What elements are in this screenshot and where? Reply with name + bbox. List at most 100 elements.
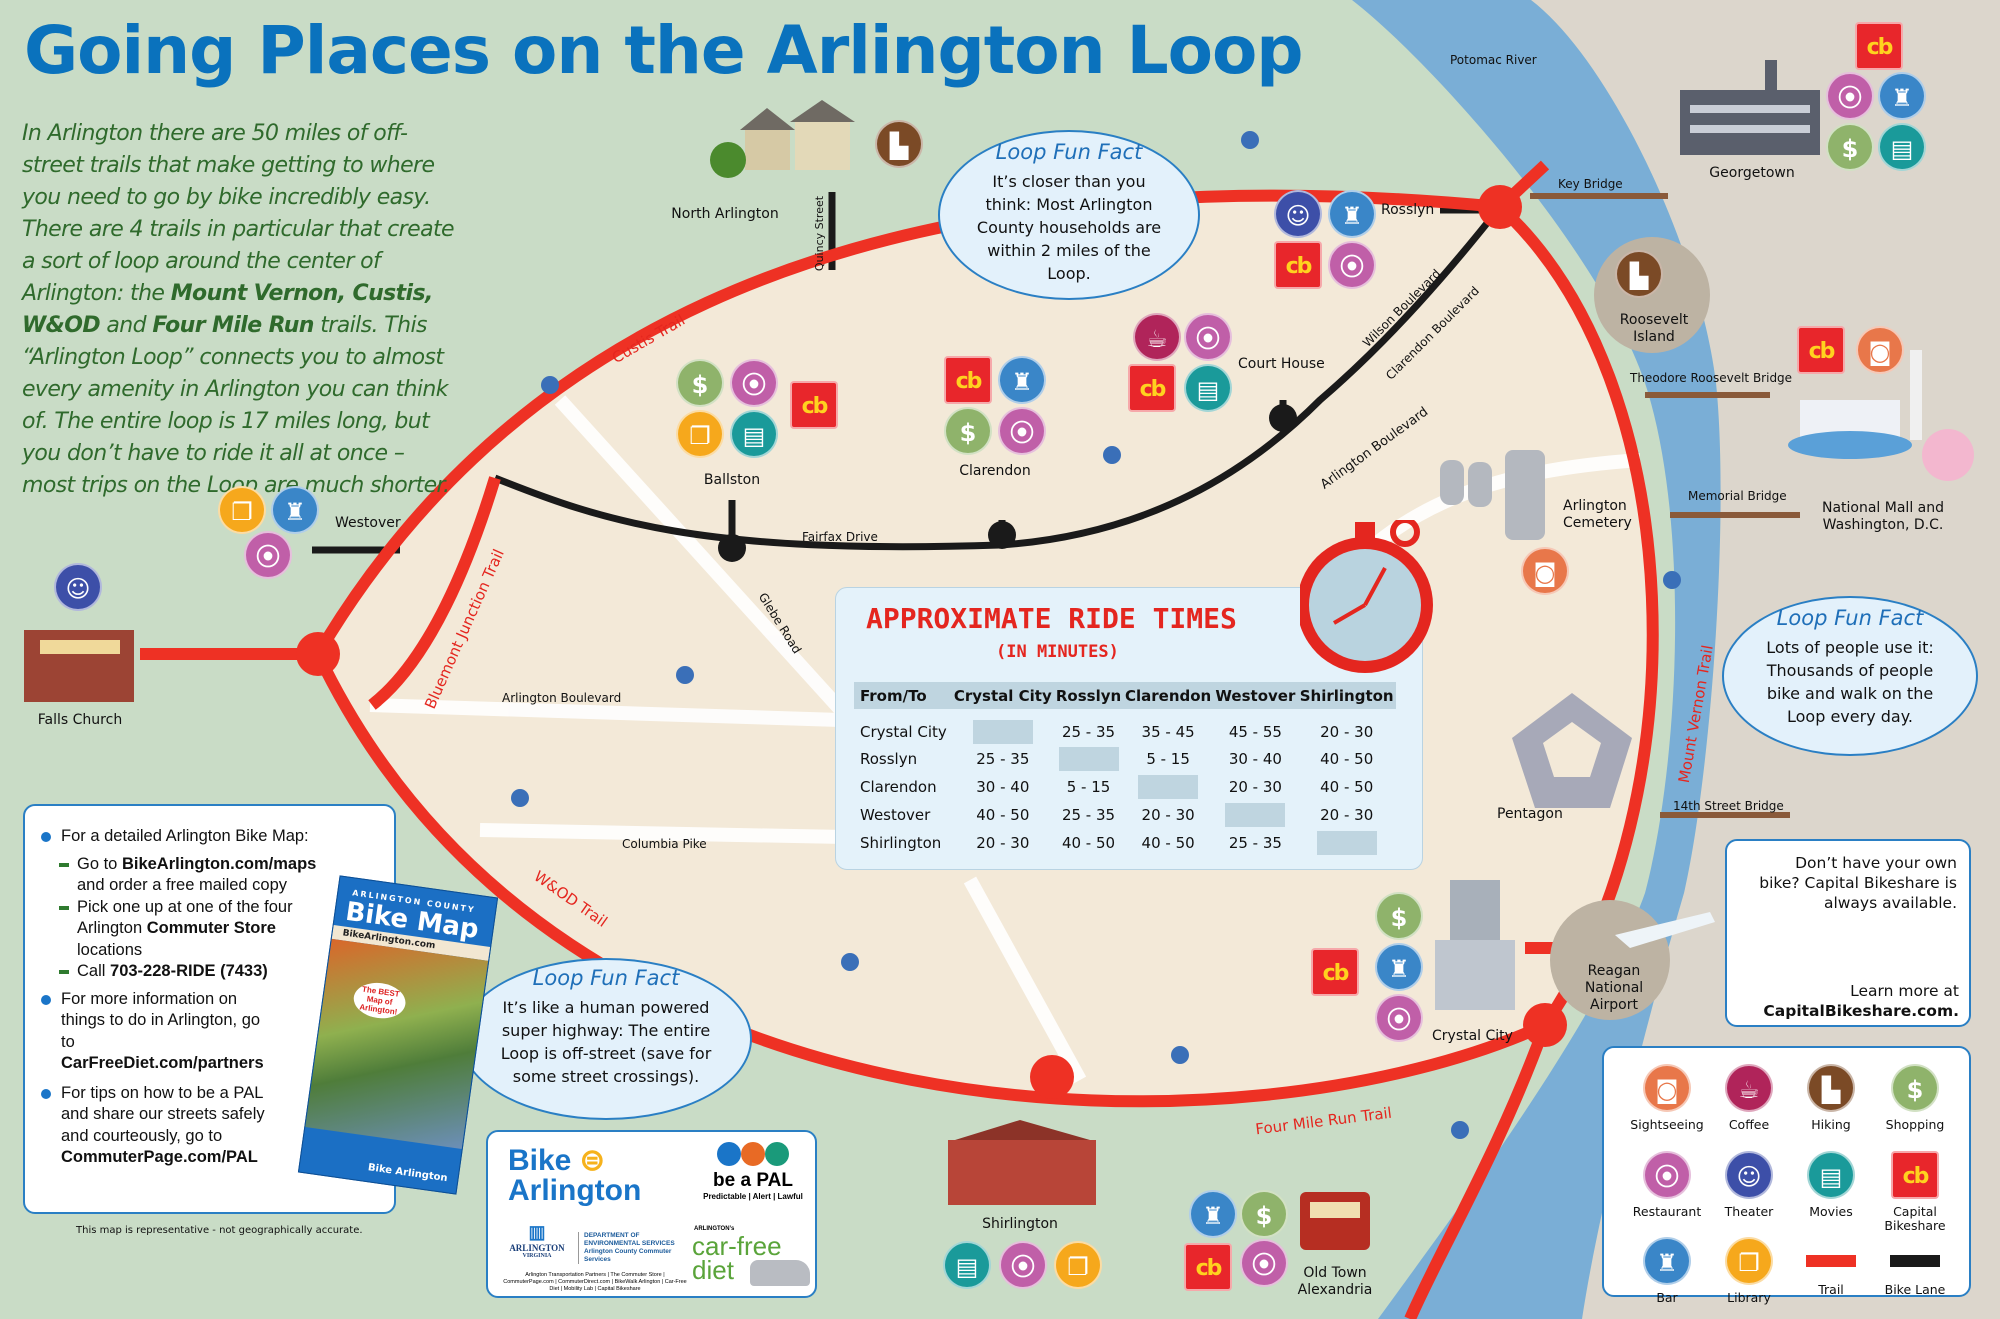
falls-church-theater (24, 630, 134, 702)
hiking-icon (875, 120, 923, 168)
movies-icon (1807, 1150, 1855, 1199)
ride-time-cell: 40 - 50 (1320, 778, 1374, 796)
bikearlington-maps-link[interactable]: BikeArlington.com/maps (121, 854, 317, 873)
coffee-icon (1725, 1064, 1773, 1113)
bar-icon (271, 486, 319, 534)
movies-icon (730, 410, 778, 458)
bar-icon (1189, 1190, 1237, 1238)
partner-logos-box: Bike ⊜Arlington be a PAL Predictable | A… (486, 1130, 817, 1298)
legend-item-trail-line: Trail (1786, 1237, 1876, 1297)
label-arlington-cemetery: Arlington Cemetery (1563, 498, 1632, 531)
coffee-icon (1133, 313, 1181, 361)
partners-list: Arlington Transportation Partners | The … (503, 1272, 687, 1292)
ride-time-cell: 40 - 50 (1061, 834, 1116, 852)
ride-time-cell: 20 - 30 (1320, 806, 1374, 824)
bar-icon (1375, 943, 1423, 991)
ride-times-title: APPROXIMATE RIDE TIMES (866, 602, 1237, 635)
theater-icon (1274, 190, 1322, 238)
bikeshare-icon (1891, 1150, 1939, 1199)
restaurant-icon (1184, 313, 1232, 361)
bikeshare-icon (790, 381, 838, 429)
label-memorial-bridge: Memorial Bridge (1688, 489, 1787, 503)
legend-item-coffee: Coffee (1704, 1064, 1794, 1132)
label-reagan-airport: Reagan National Airport (1584, 963, 1644, 1013)
legend-label: Trail (1818, 1282, 1844, 1297)
cyclists (511, 131, 1681, 1139)
stopwatch-icon (1300, 520, 1433, 673)
legend-label: Library (1727, 1290, 1771, 1305)
library-icon (218, 486, 266, 534)
carfreediet-link[interactable]: CarFreeDiet.com/partners (61, 1054, 264, 1072)
library-icon (1725, 1237, 1773, 1285)
restaurant-icon (1826, 72, 1874, 120)
capital-bikeshare-box: Don’t have your own bike? Capital Bikesh… (1725, 839, 1971, 1027)
label-rosslyn: Rosslyn (1381, 202, 1435, 218)
label-georgetown: Georgetown (1709, 165, 1795, 181)
cemetery-headstones (1440, 450, 1545, 540)
bar-icon (998, 356, 1046, 404)
restaurant-icon (999, 1241, 1047, 1289)
library-icon (1054, 1241, 1102, 1289)
shopping-icon (944, 407, 992, 455)
legend-label: Capital Bikeshare (1884, 1203, 1946, 1233)
blank-cell (951, 709, 1054, 745)
restaurant-icon (1643, 1150, 1691, 1199)
ride-time-cell: 25 - 35 (976, 750, 1030, 768)
row-header: Crystal City (860, 723, 947, 741)
library-icon (676, 410, 724, 458)
bike-lane-path (493, 204, 1503, 551)
label-pentagon: Pentagon (1497, 806, 1563, 822)
shopping-icon (1375, 892, 1423, 940)
restaurant-icon (244, 531, 292, 579)
blank-cell (1297, 829, 1396, 857)
capitalbikeshare-link[interactable]: CapitalBikeshare.com. (1763, 1002, 1959, 1020)
georgetown-building (1680, 60, 1820, 155)
bikeshare-icon (1184, 1243, 1232, 1291)
phone-number[interactable]: 703-228-RIDE (7433) (110, 962, 268, 980)
be-a-pal-logo: be a PAL Predictable | Alert | Lawful (698, 1142, 808, 1201)
row-header: Westover (860, 806, 931, 824)
legend-label: Bike Lane (1884, 1282, 1946, 1297)
blank-cell (1213, 801, 1297, 829)
legend-label: Hiking (1811, 1117, 1851, 1133)
hiking-icon (1615, 250, 1663, 298)
old-town-trolley (1300, 1192, 1370, 1250)
movies-icon (1878, 123, 1926, 171)
legend-label: Movies (1809, 1203, 1853, 1219)
legend-item-hiking: Hiking (1786, 1064, 1876, 1132)
ride-time-cell: 20 - 30 (1141, 806, 1195, 824)
commuterpage-pal-link[interactable]: CommuterPage.com/PAL (61, 1148, 258, 1166)
ride-time-cell: 25 - 35 (1061, 723, 1116, 741)
movies-icon (943, 1241, 991, 1289)
sightseeing-icon (1643, 1064, 1691, 1113)
legend-item-theater: Theater (1704, 1150, 1794, 1219)
north-arlington-houses (710, 100, 855, 178)
legend-item-library: Library (1704, 1237, 1794, 1305)
ride-time-cell: 20 - 30 (1228, 778, 1282, 796)
disclaimer: This map is representative - not geograp… (76, 1225, 363, 1236)
label-court-house: Court House (1238, 356, 1325, 372)
row-header: Clarendon (860, 778, 937, 796)
intro-paragraph: In Arlington there are 50 miles of off-s… (22, 121, 455, 498)
ride-time-cell: 40 - 50 (1320, 750, 1374, 768)
column-header: Westover (1213, 682, 1298, 709)
column-header: From/To (854, 682, 952, 709)
bar-icon (1643, 1237, 1691, 1285)
crystal-city-towers (1435, 880, 1515, 1010)
shopping-icon (1826, 123, 1874, 171)
label-falls-church: Falls Church (37, 712, 123, 728)
ride-time-cell: 25 - 35 (1061, 806, 1116, 824)
ride-time-cell: 20 - 30 (976, 834, 1030, 852)
bike-lane-line-swatch (1890, 1255, 1940, 1267)
restaurant-icon (1375, 994, 1423, 1042)
bikeshare-icon (1274, 241, 1322, 289)
label-roosevelt-island: Roosevelt Island (1619, 312, 1689, 345)
label-columbia-pike: Columbia Pike (622, 837, 707, 851)
column-header: Clarendon (1122, 682, 1214, 709)
blank-cell (1123, 773, 1214, 801)
